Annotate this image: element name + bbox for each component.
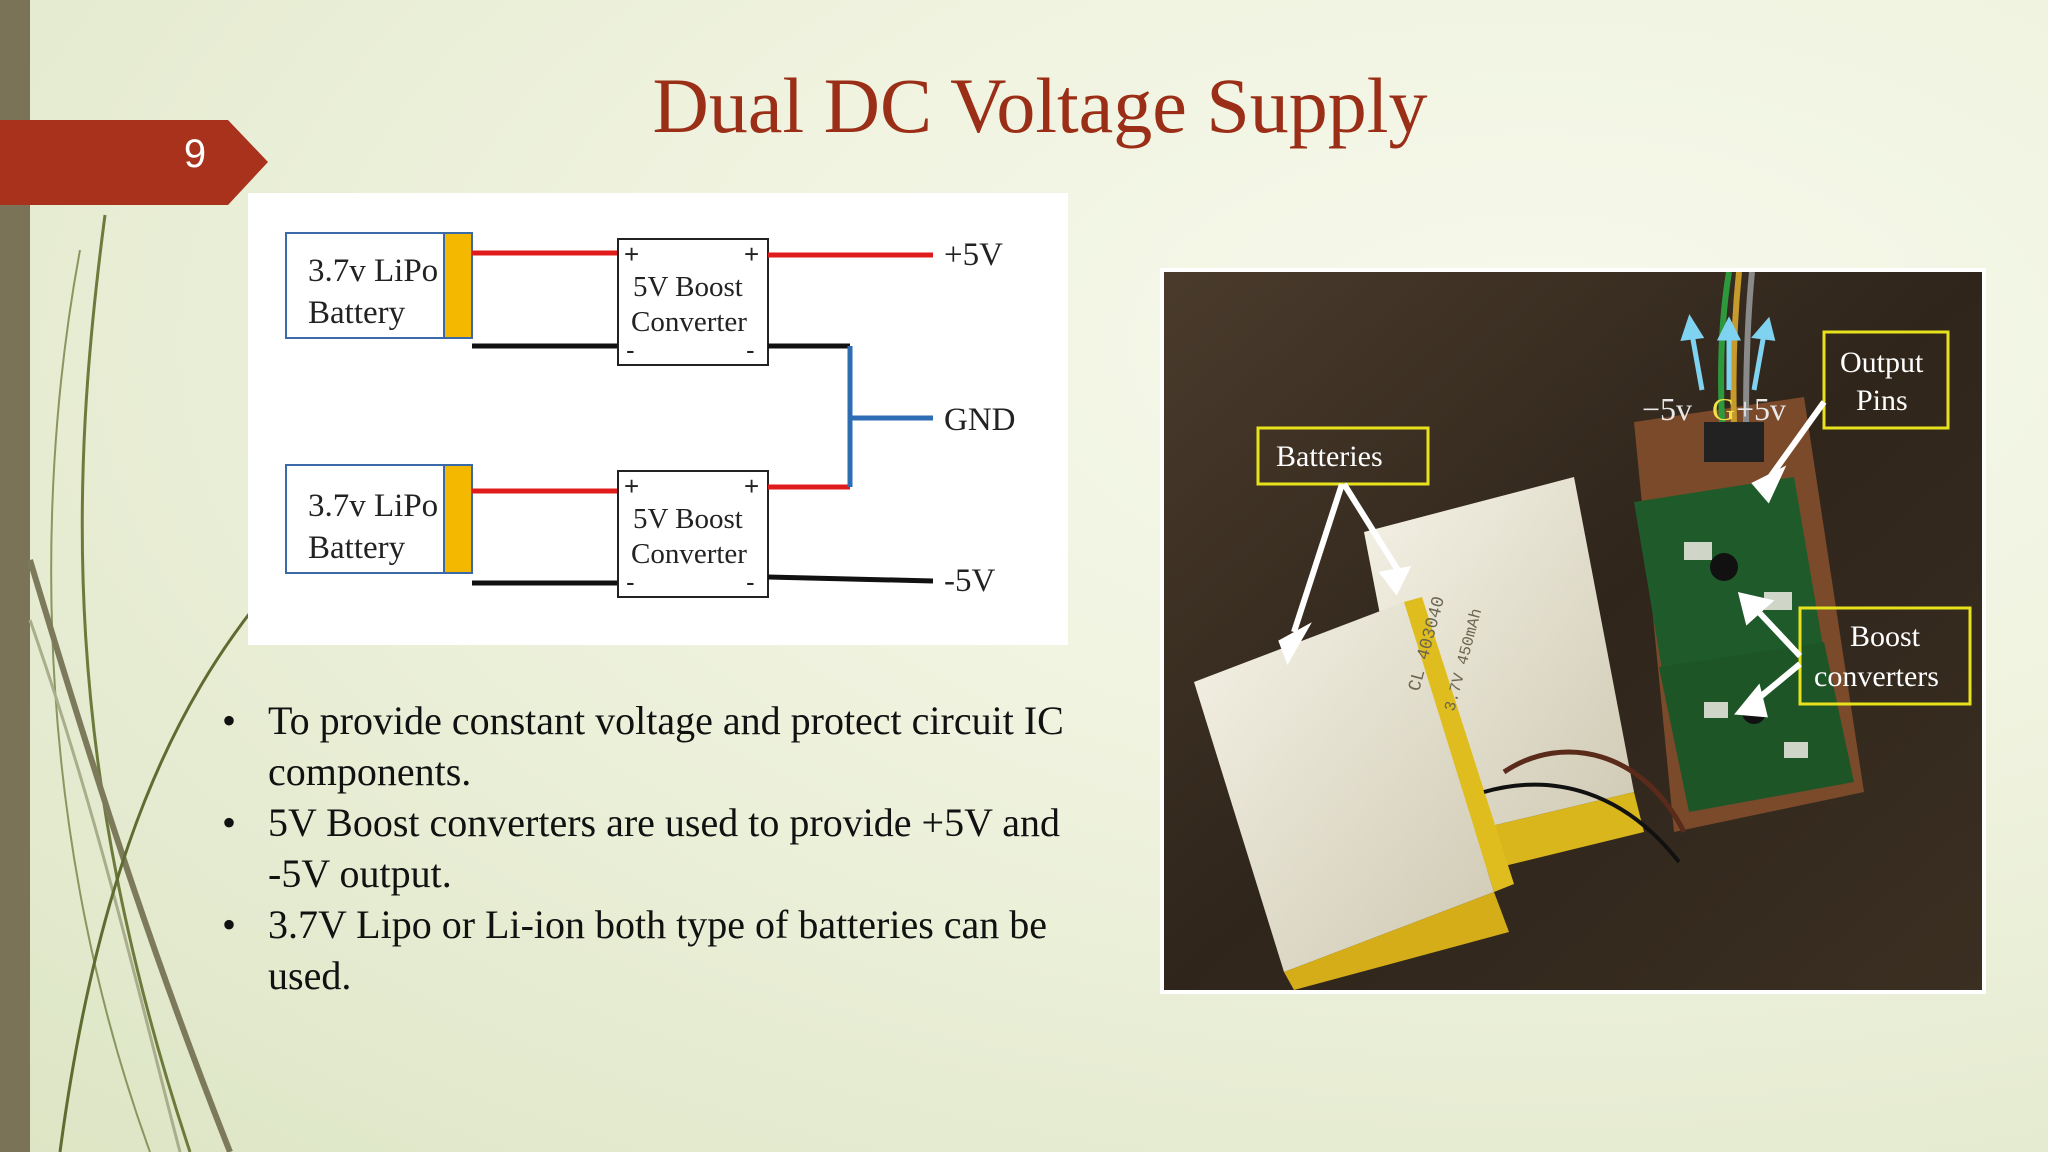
- battery-front: [1194, 602, 1494, 972]
- battery-bottom-label-1: 3.7v LiPo: [308, 488, 438, 524]
- slide-number: 9: [183, 132, 207, 176]
- bullet-text: 5V Boost converters are used to provide …: [268, 800, 1061, 896]
- battery-top-terminal: [443, 232, 473, 339]
- converter-bottom-label-1: 5V Boost: [633, 503, 743, 535]
- pin-g-label: G: [1712, 391, 1735, 427]
- output-pins-callout: [1822, 330, 1950, 430]
- battery-bottom-terminal: [443, 464, 473, 574]
- converter-bottom-box: [617, 470, 769, 598]
- boost-converters-label-2: converters: [1814, 660, 1939, 693]
- converter-top-minus-in: -: [626, 335, 635, 365]
- converter-bottom-minus-in: -: [626, 567, 635, 597]
- converter-top-label-1: 5V Boost: [633, 271, 743, 303]
- output-pin-arrows: [1680, 314, 1776, 391]
- pin-plus-5v-label: +5v: [1736, 391, 1786, 427]
- decorative-curves: [27, 214, 262, 1152]
- converter-bottom-label-2: Converter: [631, 538, 747, 570]
- converter-bottom-minus-out: -: [746, 567, 755, 597]
- battery-top-box: [285, 232, 445, 339]
- bullet-item: • 3.7V Lipo or Li-ion both type of batter…: [210, 899, 1090, 1001]
- output-pins-label-2: Pins: [1856, 384, 1908, 417]
- batteries-callout: [1256, 426, 1430, 486]
- hardware-photo: CL 403040 3.7V 450mAh −5v G +5v Output P…: [1160, 268, 1986, 994]
- slide-title: Dual DC Voltage Supply: [652, 62, 1428, 149]
- converter-top-label-2: Converter: [631, 306, 747, 338]
- battery-top-label-2: Battery: [308, 295, 406, 331]
- converter-bottom-plus-in: +: [624, 471, 639, 501]
- bullet-text: 3.7V Lipo or Li-ion both type of batteri…: [268, 902, 1048, 998]
- bullet-text: To provide constant voltage and protect …: [268, 698, 1064, 794]
- bullet-marker: •: [222, 800, 237, 845]
- converter-top-minus-out: -: [746, 335, 755, 365]
- bullet-marker: •: [222, 698, 237, 743]
- converter-top-box: [617, 238, 769, 366]
- output-gnd-label: GND: [944, 402, 1016, 438]
- boost-converter-board-2: [1659, 642, 1854, 812]
- battery-bottom-box: [285, 464, 445, 574]
- pin-minus-5v-label: −5v: [1642, 391, 1692, 427]
- output-pins-label-1: Output: [1840, 346, 1924, 379]
- circuit-diagram: 3.7v LiPo Battery 3.7v LiPo Battery + + …: [248, 193, 1068, 645]
- converter-top-plus-in: +: [624, 239, 639, 269]
- batteries-label: Batteries: [1276, 440, 1383, 473]
- boost-converters-label-1: Boost: [1850, 620, 1921, 653]
- bullet-marker: •: [222, 902, 237, 947]
- output-plus-5v-label: +5V: [944, 237, 1003, 273]
- converter-top-plus-out: +: [744, 239, 759, 269]
- bullet-item: • 5V Boost converters are used to provide…: [210, 797, 1090, 899]
- battery-top-label-1: 3.7v LiPo: [308, 253, 438, 289]
- bullet-item: • To provide constant voltage and protect…: [210, 695, 1090, 797]
- output-minus-5v-label: -5V: [944, 563, 995, 599]
- slide-number-badge: [0, 120, 268, 205]
- bullet-list: • To provide constant voltage and protect…: [210, 695, 1090, 1001]
- battery-bottom-label-2: Battery: [308, 530, 406, 566]
- converter-bottom-plus-out: +: [744, 471, 759, 501]
